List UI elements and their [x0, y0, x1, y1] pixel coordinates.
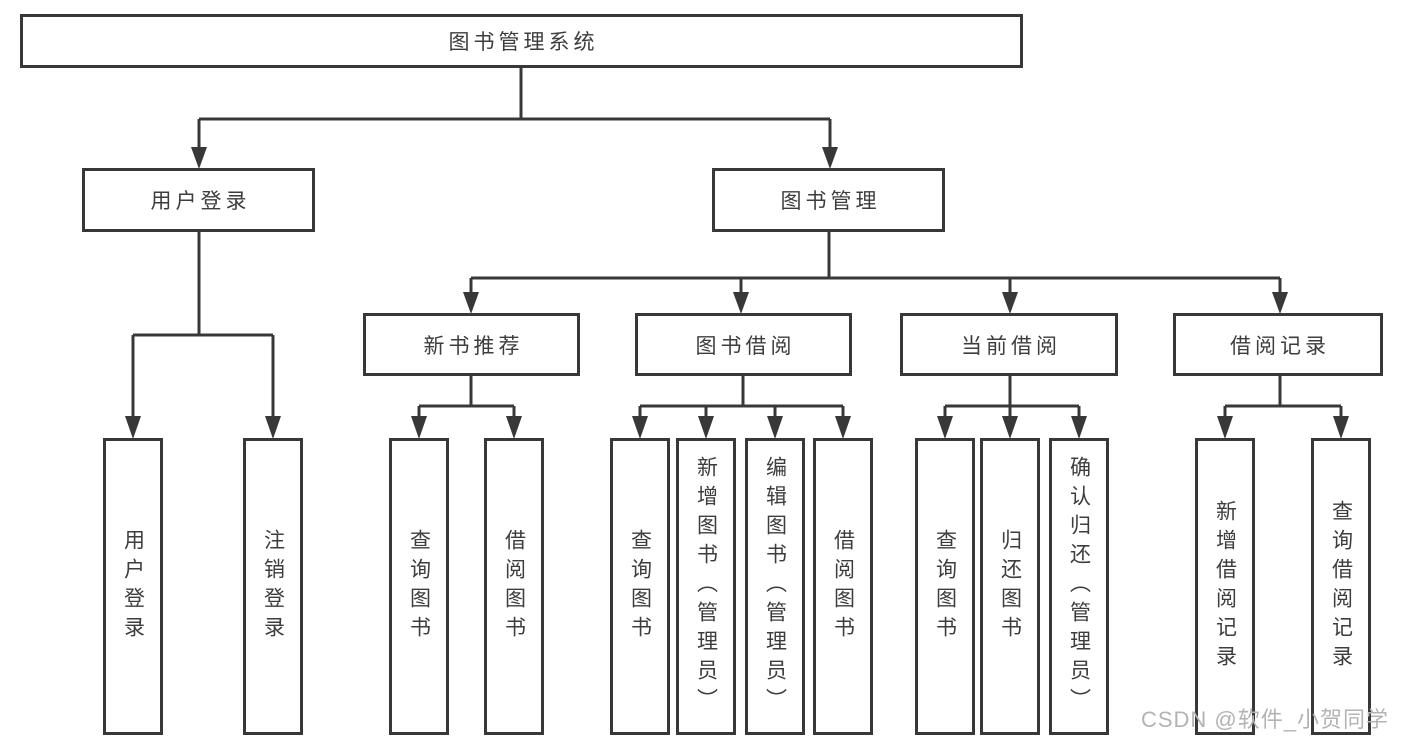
leaf-query-books-current: 查询图书	[915, 438, 975, 735]
leaf-query-books-borrow: 查询图书	[610, 438, 670, 735]
leaf-confirm-return-admin: 确认归还（管理员）	[1049, 438, 1109, 735]
leaf-logout: 注销登录	[243, 438, 303, 735]
leaf-query-books-recommend: 查询图书	[389, 438, 449, 735]
leaf-add-borrow-record: 新增借阅记录	[1195, 438, 1255, 735]
node-book-management: 图书管理	[712, 168, 945, 232]
leaf-user-login: 用户登录	[103, 438, 163, 735]
node-new-book-recommend: 新书推荐	[363, 313, 580, 376]
leaf-edit-book-admin: 编辑图书（管理员）	[745, 438, 805, 735]
node-current-borrow: 当前借阅	[900, 313, 1118, 376]
leaf-add-book-admin: 新增图书（管理员）	[676, 438, 736, 735]
node-borrow-records: 借阅记录	[1173, 313, 1383, 376]
leaf-query-borrow-record: 查询借阅记录	[1311, 438, 1371, 735]
node-library-management-system: 图书管理系统	[20, 14, 1023, 68]
csdn-watermark: CSDN @软件_小贺同学	[1140, 707, 1389, 732]
leaf-borrow-books-recommend: 借阅图书	[484, 438, 544, 735]
leaf-return-book: 归还图书	[980, 438, 1040, 735]
node-user-login: 用户登录	[82, 168, 315, 232]
node-book-borrow: 图书借阅	[635, 313, 852, 376]
leaf-borrow-books: 借阅图书	[813, 438, 873, 735]
